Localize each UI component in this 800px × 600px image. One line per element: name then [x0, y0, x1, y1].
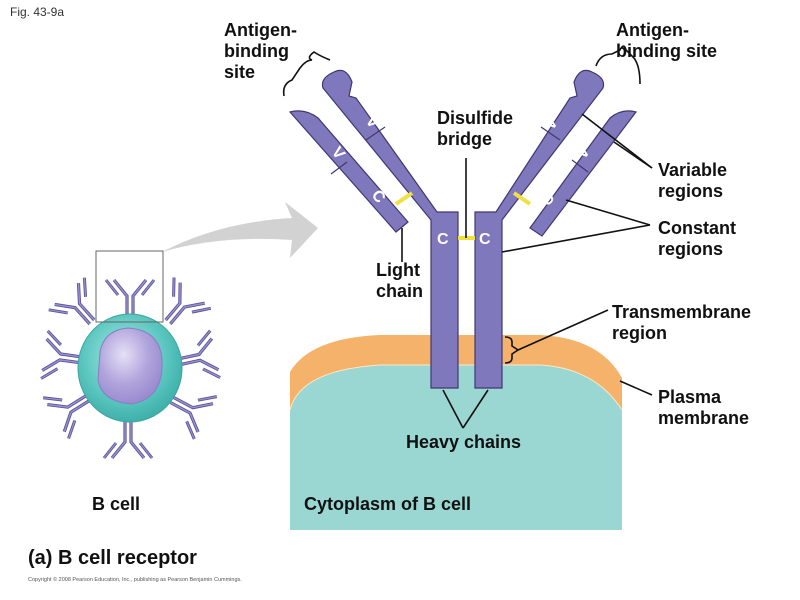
segment-c-heavy-right: C: [479, 231, 491, 248]
label-b-cell: B cell: [92, 494, 141, 514]
heavy-chain-left: [321, 69, 459, 389]
nucleus: [97, 327, 163, 405]
copyright-notice: Copyright © 2008 Pearson Education, Inc.…: [28, 577, 242, 583]
zoom-arrow: [162, 202, 318, 258]
label-antigen-binding-site-left: Antigen- binding site: [224, 20, 297, 82]
light-chain-left: [288, 110, 409, 233]
heavy-chain-right: [474, 69, 605, 389]
figure-number: Fig. 43-9a: [10, 5, 65, 19]
figure-caption: (a) B cell receptor: [28, 547, 197, 569]
label-constant-regions: Constant regions: [658, 218, 736, 259]
antibody: [288, 69, 638, 389]
label-antigen-binding-site-right: Antigen- binding site: [616, 20, 717, 61]
label-transmembrane-region: Transmembrane region: [612, 302, 752, 343]
label-disulfide-bridge: Disulfide bridge: [437, 108, 514, 149]
segment-c-heavy-left: C: [437, 231, 449, 248]
label-cytoplasm: Cytoplasm of B cell: [304, 494, 472, 514]
label-plasma-membrane: Plasma membrane: [658, 387, 750, 428]
label-variable-regions: Variable regions: [658, 160, 728, 201]
b-cell-illustration: [39, 250, 222, 460]
cytoplasm-region: [290, 365, 622, 530]
zoom-box: [95, 250, 164, 323]
label-light-chain: Light chain: [376, 260, 424, 301]
light-chain-right: [529, 110, 638, 237]
leader-lines: [282, 45, 653, 429]
label-heavy-chains: Heavy chains: [406, 432, 522, 452]
